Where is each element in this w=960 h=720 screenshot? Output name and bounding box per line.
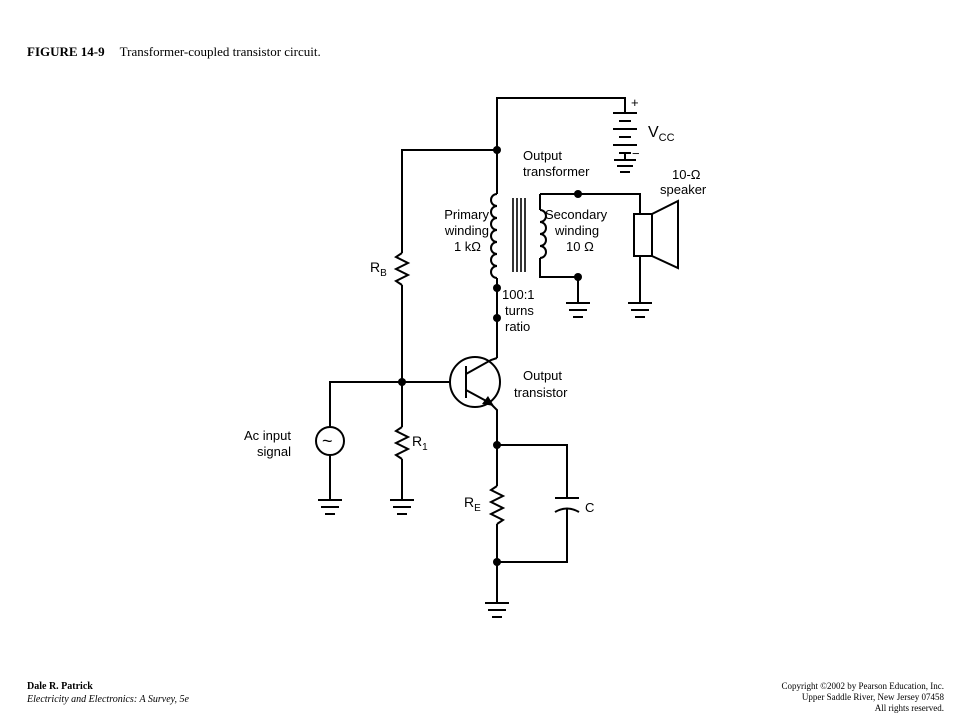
vcc-ground xyxy=(614,159,636,173)
footer-copyright-block: Copyright ©2002 by Pearson Education, In… xyxy=(781,681,944,714)
primary-winding xyxy=(490,193,498,279)
figure-title: Transformer-coupled transistor circuit. xyxy=(119,44,321,59)
speaker-ground xyxy=(628,302,652,318)
turns-label-line2: turns xyxy=(505,303,534,318)
secondary-winding xyxy=(539,209,547,259)
re-resistor xyxy=(488,485,506,525)
secondary-label-line2: winding xyxy=(554,223,599,238)
primary-label-line2: winding xyxy=(444,223,489,238)
figure-caption: FIGURE 14-9 Transformer-coupled transist… xyxy=(27,44,321,60)
figure-number: FIGURE 14-9 xyxy=(27,44,105,59)
r1-resistor xyxy=(393,426,411,460)
secondary-label-line1: Secondary xyxy=(545,207,608,222)
transformer-label-line1: Output xyxy=(523,148,562,163)
primary-label-line1: Primary xyxy=(444,207,489,222)
rb-wire-top xyxy=(401,149,497,253)
secondary-ground xyxy=(566,302,590,318)
vcc-plus-sign: + xyxy=(631,95,639,110)
input-label-line1: Ac input xyxy=(244,428,291,443)
speaker-label-line2: speaker xyxy=(660,182,707,197)
base-wire xyxy=(329,381,450,427)
copyright-line1: Copyright ©2002 by Pearson Education, In… xyxy=(781,681,944,691)
secondary-label-line3: 10 Ω xyxy=(566,239,594,254)
r1-label: R1 xyxy=(412,433,428,453)
r1-ground xyxy=(390,499,414,515)
speaker-icon xyxy=(633,199,679,270)
cap-wire-top xyxy=(497,444,568,498)
cap-label: C xyxy=(585,500,594,515)
turns-label-line3: ratio xyxy=(505,319,530,334)
vcc-minus-sign: − xyxy=(632,146,640,161)
junction-dots xyxy=(398,146,582,566)
speaker-label-line1: 10-Ω xyxy=(672,167,701,182)
input-label-line2: signal xyxy=(257,444,291,459)
transistor-label-line1: Output xyxy=(523,368,562,383)
primary-label-line3: 1 kΩ xyxy=(454,239,481,254)
ac-source-symbol: ~ xyxy=(322,431,333,451)
cap-wire-bottom xyxy=(497,509,568,563)
copyright-line2: Upper Saddle River, New Jersey 07458 xyxy=(801,692,944,702)
bypass-capacitor xyxy=(554,497,580,513)
re-label: RE xyxy=(464,494,481,514)
rb-label: RB xyxy=(370,259,387,279)
footer-book: Electricity and Electronics: A Survey, 5… xyxy=(27,694,189,705)
transistor-label-line2: transistor xyxy=(514,385,568,400)
secondary-ground-wire xyxy=(539,258,579,303)
turns-label-line1: 100:1 xyxy=(502,287,535,302)
footer-author-block: Dale R. Patrick Electricity and Electron… xyxy=(27,680,189,706)
transformer-core xyxy=(512,198,526,272)
vcc-label: VCC xyxy=(648,124,675,144)
rb-resistor xyxy=(393,252,411,286)
output-transistor-symbol xyxy=(449,356,501,562)
copyright-line3: All rights reserved. xyxy=(874,703,944,713)
footer-author: Dale R. Patrick xyxy=(27,681,93,692)
transformer-label-line2: transformer xyxy=(523,164,590,179)
source-ground xyxy=(318,499,342,515)
speaker-feed-wire xyxy=(540,193,641,214)
emitter-ground xyxy=(485,602,509,618)
vcc-battery xyxy=(496,97,637,160)
